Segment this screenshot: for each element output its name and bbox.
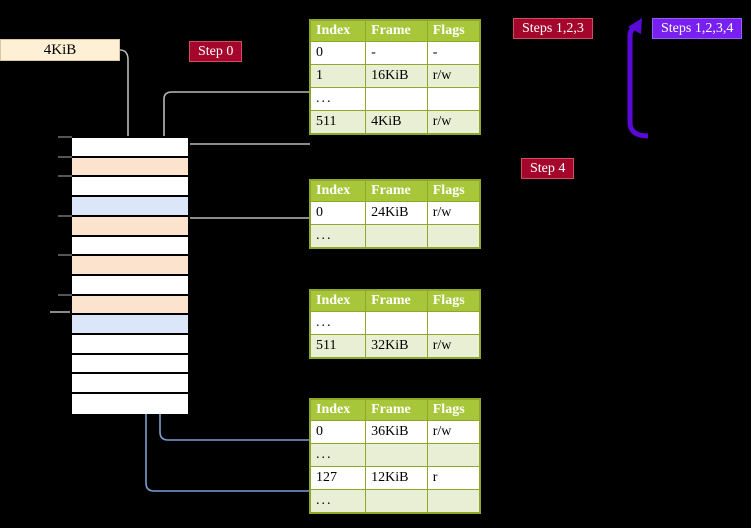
memory-frame-row: [72, 216, 188, 237]
table-cell: r/w: [426, 334, 481, 358]
memory-frame-row: [72, 197, 188, 217]
memory-frame-row: [72, 315, 188, 336]
table-cell: [426, 224, 481, 248]
table-cell: [365, 443, 428, 467]
table-cell: 16KiB: [365, 64, 428, 88]
table-cell: 0: [309, 420, 367, 444]
table-cell: [365, 224, 428, 248]
memory-frame-row: [72, 177, 188, 198]
memory-frame-row: [72, 256, 188, 276]
table-cell: [365, 87, 428, 111]
column-header-index: Index: [309, 180, 367, 202]
wire-4kib-to-frame: [119, 49, 135, 152]
table-cell: 127: [309, 466, 367, 490]
column-header-flags: Flags: [426, 180, 481, 202]
memory-grid-tick: [58, 293, 72, 296]
column-header-frame: Frame: [365, 290, 428, 312]
table-cell: 0: [309, 41, 367, 65]
memory-frame-row: [72, 335, 188, 355]
column-header-flags: Flags: [426, 290, 481, 312]
table-row: ...: [309, 311, 481, 335]
badge-steps-1234: Steps 1,2,3,4: [652, 18, 743, 39]
table-row: 0--: [309, 41, 481, 65]
table-cell: [365, 311, 428, 335]
purple-loop-arrow: [627, 18, 649, 139]
table-cell: ...: [309, 87, 367, 111]
memory-frame-row: [72, 394, 188, 414]
table-cell: -: [365, 41, 428, 65]
table-cell: [365, 489, 428, 513]
table-cell: ...: [309, 224, 367, 248]
column-header-flags: Flags: [426, 399, 481, 421]
column-header-flags: Flags: [426, 20, 481, 42]
memory-frame-row: [72, 157, 188, 178]
table-cell: 511: [309, 110, 367, 134]
table-cell: [426, 87, 481, 111]
table-row: ...: [309, 489, 481, 513]
table-row: ...: [309, 87, 481, 111]
column-header-frame: Frame: [365, 20, 428, 42]
table-row: ...: [309, 224, 481, 248]
table-cell: 32KiB: [365, 334, 428, 358]
table-cell: 36KiB: [365, 420, 428, 444]
memory-grid-tick: [58, 254, 72, 257]
table-cell: [426, 443, 481, 467]
table-row: ...: [309, 443, 481, 467]
memory-frame-row: [72, 138, 188, 158]
table-cell: [426, 489, 481, 513]
frame-size-label: 4KiB: [0, 39, 120, 61]
table-cell: r/w: [426, 201, 481, 225]
wire-pdpt-0-to-frame: [179, 217, 310, 259]
table-cell: r/w: [426, 64, 481, 88]
table-cell: [426, 311, 481, 335]
table-cell: r/w: [426, 420, 481, 444]
memory-grid-tick: [58, 155, 72, 158]
memory-frame-row: [72, 275, 188, 296]
table-cell: -: [426, 41, 481, 65]
memory-frame-row: [72, 295, 188, 316]
badge-steps-123: Steps 1,2,3: [513, 18, 593, 39]
memory-frame-row: [72, 236, 188, 257]
memory-grid-tick: [58, 214, 72, 217]
table-cell: r/w: [426, 110, 481, 134]
table-cell: 4KiB: [365, 110, 428, 134]
table-cell: 24KiB: [365, 201, 428, 225]
column-header-frame: Frame: [365, 399, 428, 421]
memory-grid-tick: [58, 175, 72, 178]
column-header-index: Index: [309, 20, 367, 42]
column-header-index: Index: [309, 290, 367, 312]
table-cell: ...: [309, 311, 367, 335]
physical-memory-grid: [70, 136, 190, 414]
table-cell: 1: [309, 64, 367, 88]
table-cell: 511: [309, 334, 367, 358]
table-cell: ...: [309, 443, 367, 467]
table-cell: 0: [309, 201, 367, 225]
memory-frame-row: [72, 354, 188, 375]
memory-grid-tick: [58, 136, 72, 138]
memory-frame-row: [72, 374, 188, 395]
column-header-index: Index: [309, 399, 367, 421]
table-cell: r: [426, 466, 481, 490]
table-cell: 12KiB: [365, 466, 428, 490]
column-header-frame: Frame: [365, 180, 428, 202]
badge-step-0: Step 0: [189, 41, 243, 62]
table-cell: ...: [309, 489, 367, 513]
badge-step-4: Step 4: [521, 158, 575, 179]
